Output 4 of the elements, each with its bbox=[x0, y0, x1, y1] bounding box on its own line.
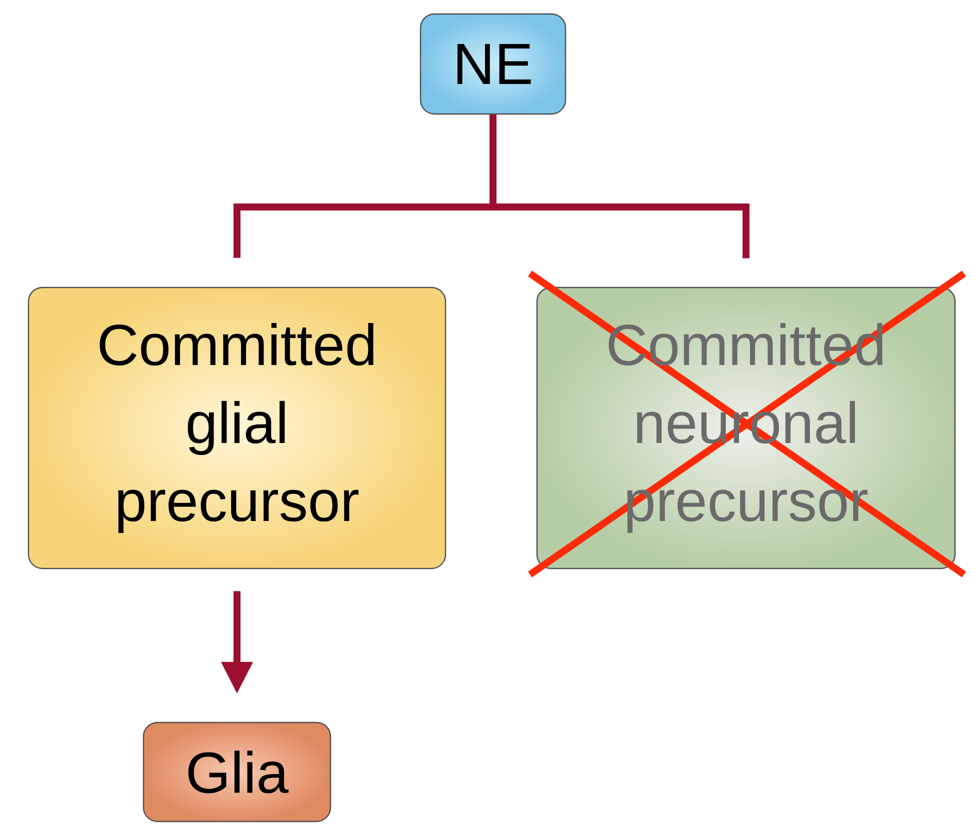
precursor-box: Committed glial precursor bbox=[28, 286, 446, 570]
cell-box: NE bbox=[420, 13, 566, 115]
connector-line bbox=[490, 114, 750, 258]
cell-box: Glia bbox=[142, 722, 332, 822]
